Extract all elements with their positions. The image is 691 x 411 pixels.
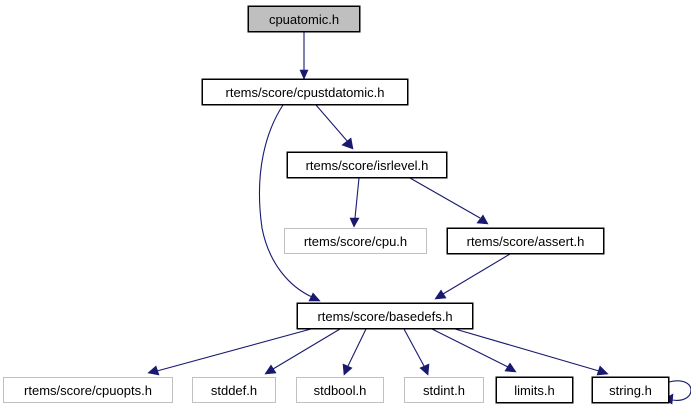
- edge-isrlevel-to-cpu: [349, 177, 360, 228]
- edge-basedefs-to-stdint: [403, 328, 430, 376]
- node-assert[interactable]: rtems/score/assert.h: [447, 228, 604, 254]
- node-cpu[interactable]: rtems/score/cpu.h: [284, 228, 427, 254]
- edge-cpustdatomic-to-isrlevel: [315, 104, 354, 150]
- edge-basedefs-to-stddef: [264, 328, 341, 375]
- edge-assert-to-basedefs: [434, 253, 511, 300]
- node-stddef[interactable]: stddef.h: [192, 377, 276, 403]
- node-label-stddef: stddef.h: [210, 382, 258, 398]
- edge-isrlevel-to-assert: [409, 177, 489, 225]
- edge-basedefs-to-cpuopts: [147, 328, 312, 376]
- node-label-limits: limits.h: [514, 382, 555, 398]
- edge-basedefs-to-limits: [431, 328, 517, 373]
- node-label-cpu: rtems/score/cpu.h: [303, 233, 408, 249]
- node-label-basedefs: rtems/score/basedefs.h: [317, 308, 453, 324]
- node-label-isrlevel: rtems/score/isrlevel.h: [305, 157, 429, 173]
- node-string[interactable]: string.h: [592, 377, 669, 403]
- node-stdbool[interactable]: stdbool.h: [296, 377, 384, 403]
- node-cpuopts[interactable]: rtems/score/cpuopts.h: [3, 377, 173, 403]
- edge-basedefs-to-string: [454, 328, 609, 376]
- node-label-cpuopts: rtems/score/cpuopts.h: [24, 382, 152, 398]
- node-label-assert: rtems/score/assert.h: [466, 233, 585, 249]
- node-basedefs[interactable]: rtems/score/basedefs.h: [297, 303, 473, 329]
- node-label-string: string.h: [609, 382, 652, 398]
- edge-cpuatomic-to-cpustdatomic: [299, 32, 309, 80]
- edge-cpustdatomic-to-basedefs: [258, 104, 321, 302]
- node-cpustdatomic[interactable]: rtems/score/cpustdatomic.h: [202, 79, 408, 105]
- node-label-stdbool: stdbool.h: [313, 382, 367, 398]
- node-label-cpuatomic: cpuatomic.h: [268, 11, 340, 27]
- node-stdint[interactable]: stdint.h: [404, 377, 484, 403]
- node-isrlevel[interactable]: rtems/score/isrlevel.h: [287, 152, 447, 178]
- node-label-stdint: stdint.h: [423, 382, 465, 398]
- edge-basedefs-to-stdbool: [342, 328, 367, 376]
- node-cpuatomic[interactable]: cpuatomic.h: [248, 6, 360, 32]
- node-label-cpustdatomic: rtems/score/cpustdatomic.h: [225, 84, 385, 100]
- node-limits[interactable]: limits.h: [496, 377, 573, 403]
